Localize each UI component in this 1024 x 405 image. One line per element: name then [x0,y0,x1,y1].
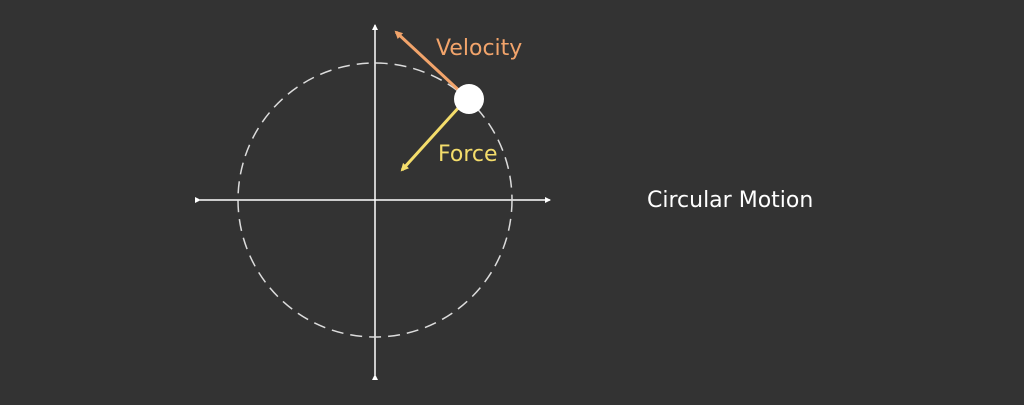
velocity-arrow [394,30,467,98]
force-label: Force [438,142,498,167]
orbit-path [237,62,513,338]
diagram-title: Circular Motion [647,188,813,213]
velocity-label: Velocity [436,36,522,61]
force-arrow [400,104,462,172]
moving-body [454,84,484,114]
